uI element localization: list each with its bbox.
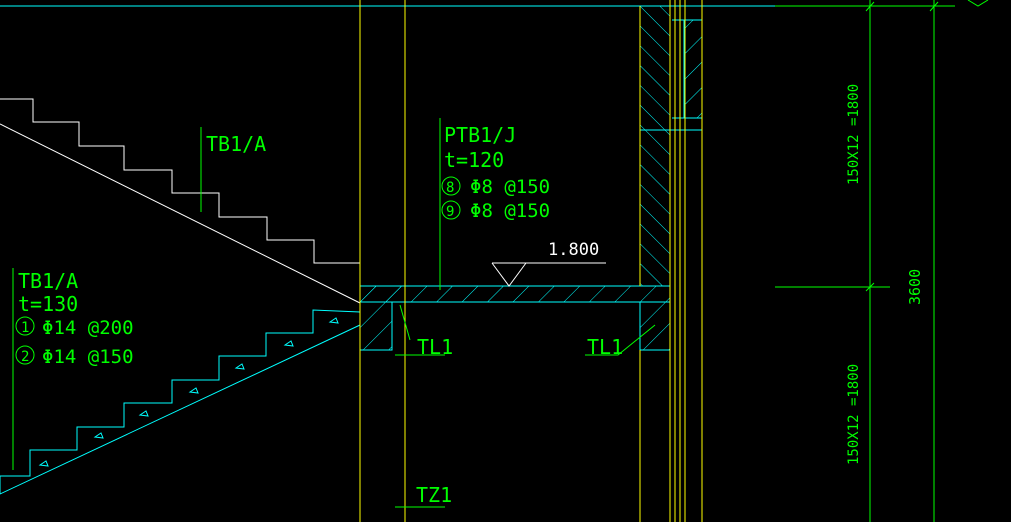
rebar-circles: [15, 176, 461, 365]
dim-upper-flight: 150X12 =1800: [846, 84, 862, 185]
ptb1j-mark-8: 8: [446, 180, 454, 196]
beam-tl1-left: TL1: [417, 335, 453, 359]
tb1a-rebar-2: Φ14 @150: [42, 346, 134, 368]
right-beam-section: [639, 301, 671, 351]
tb1a-mark-1: 1: [21, 320, 29, 336]
right-wall-section: [639, 5, 671, 287]
yellow-grid-lines: [359, 0, 703, 522]
top-right-marker: [967, 0, 989, 7]
dimension-lines: [775, 0, 955, 522]
landing-slab: [359, 285, 671, 303]
beam-tl1-right: TL1: [587, 335, 623, 359]
lower-stair-section: [0, 309, 361, 495]
ptb1j-rebar-9: Φ8 @150: [470, 200, 550, 222]
dim-lower-flight: 150X12 =1800: [846, 364, 862, 465]
leader-lines: [12, 118, 656, 508]
tb1a-rebar-1: Φ14 @200: [42, 317, 134, 339]
right-wall-upper-block: [683, 19, 703, 119]
tb1a-upper-label: TB1/A: [206, 132, 266, 156]
ptb1j-rebar-8: Φ8 @150: [470, 176, 550, 198]
ptb1j-thickness: t=120: [444, 148, 504, 172]
ptb1j-title: PTB1/J: [444, 123, 516, 147]
tb1a-mark-2: 2: [21, 349, 29, 365]
tb1a-title: TB1/A: [18, 269, 78, 293]
upper-stair-soffit: [0, 123, 361, 304]
column-tz1: TZ1: [416, 483, 452, 507]
elevation-label: 1.800: [548, 240, 599, 260]
lower-stair-concrete-marks: [38, 317, 339, 467]
ptb1j-mark-9: 9: [446, 204, 454, 220]
left-beam-section: [359, 285, 406, 351]
upper-stair-steps: [0, 98, 360, 264]
dim-total-height: 3600: [906, 269, 924, 305]
tb1a-thickness: t=130: [18, 292, 78, 316]
elevation-marker: [491, 262, 606, 287]
